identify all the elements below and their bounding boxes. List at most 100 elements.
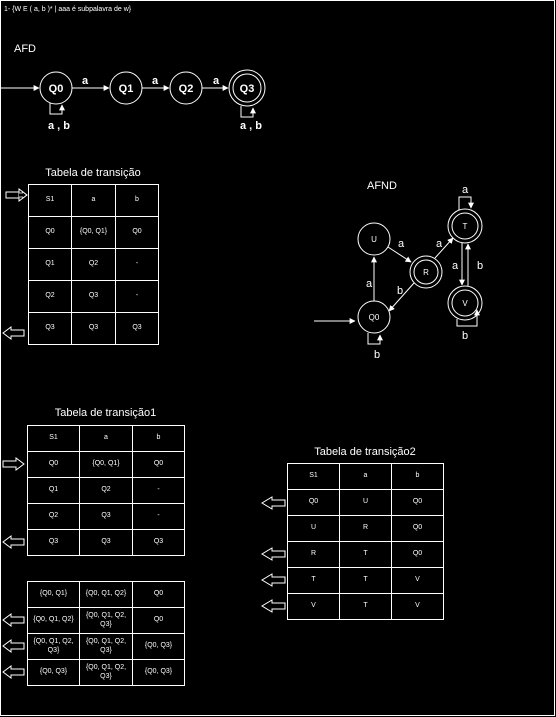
table3-final-arrow-1 — [2, 613, 25, 627]
table-cell: S1 — [287, 463, 340, 490]
afnd-state-v: V — [447, 285, 483, 321]
table-cell: Q2 — [28, 280, 72, 313]
afd-edge-q2-q3-label: a — [213, 75, 220, 87]
table-cell: - — [115, 280, 159, 313]
afnd-state-u: U — [357, 222, 391, 256]
table3-final-arrow-3 — [2, 665, 25, 679]
table3: {Q0, Q1}{Q0, Q1, Q2}Q0{Q0, Q1, Q2}{Q0, Q… — [27, 581, 185, 686]
table2-initial-arrow — [2, 457, 25, 471]
table4-q0-arrow — [261, 496, 286, 510]
table-cell: Q0 — [132, 581, 185, 608]
table-row: Q0{Q0, Q1}Q0 — [28, 216, 159, 249]
afnd-loop-q0-label: b — [374, 349, 380, 361]
table-cell: Q3 — [79, 503, 133, 530]
table-cell: T — [287, 567, 340, 594]
table-cell: Q3 — [27, 529, 80, 556]
afnd-edge-q0-u-label: a — [366, 278, 373, 290]
afd-edge-q0-q1-label: a — [82, 75, 89, 87]
afnd-state-t: T — [447, 208, 483, 244]
table-cell: - — [132, 503, 185, 530]
table-cell: Q3 — [132, 529, 185, 556]
table-cell: {Q0, Q1, Q2, Q3} — [79, 607, 133, 634]
afd-loop-q0 — [49, 103, 65, 115]
table3-final-arrow-2 — [2, 639, 25, 653]
table-cell: {Q0, Q1} — [27, 581, 80, 608]
table-cell: a — [79, 425, 133, 452]
afd-state-q3-label: Q3 — [240, 83, 255, 95]
table-cell: T — [339, 541, 392, 568]
afd-state-q0-label: Q0 — [49, 83, 64, 95]
table-cell: a — [71, 184, 116, 217]
table-cell: - — [115, 248, 159, 281]
afd-loop-q3-label: a , b — [240, 120, 262, 132]
table-cell: b — [391, 463, 444, 490]
table-row: {Q0, Q1, Q2, Q3}{Q0, Q1, Q2, Q3}{Q0, Q3} — [27, 633, 185, 660]
afnd-state-q0-label: Q0 — [369, 313, 380, 322]
afd-title: AFD — [14, 43, 36, 55]
afd-edge-q1-q2-label: a — [152, 75, 159, 87]
table-row: {Q0, Q3}{Q0, Q1, Q2, Q3}{Q0, Q3} — [27, 659, 185, 686]
afnd-loop-q0 — [367, 333, 383, 345]
table-cell: Q1 — [28, 248, 72, 281]
table-cell: Q0 — [391, 541, 444, 568]
table-cell: {Q0, Q1} — [79, 451, 133, 478]
table-cell: Q0 — [391, 515, 444, 542]
table-cell: b — [115, 184, 159, 217]
afnd-loop-t-label: a — [462, 184, 469, 196]
table4-v-arrow — [261, 599, 286, 613]
afnd-state-q0: Q0 — [357, 300, 391, 334]
afnd-state-r-label: R — [423, 268, 429, 277]
table-cell: Q3 — [28, 312, 72, 345]
table-cell: {Q0, Q1, Q2} — [79, 581, 133, 608]
afd-state-q1-label: Q1 — [119, 83, 134, 95]
table-cell: V — [391, 567, 444, 594]
afd-loop-q3 — [240, 106, 256, 118]
table-cell: Q1 — [27, 477, 80, 504]
afnd-loop-v — [456, 309, 480, 327]
table-cell: Q3 — [71, 280, 116, 313]
table-cell: Q0 — [132, 607, 185, 634]
afd-state-q2-label: Q2 — [179, 83, 194, 95]
table2-final-arrow — [2, 535, 25, 549]
table-row: {Q0, Q1}{Q0, Q1, Q2}Q0 — [27, 581, 185, 608]
table4-t-arrow — [261, 573, 286, 587]
table-cell: {Q0, Q1, Q2, Q3} — [27, 633, 80, 660]
afnd-edge-r-q0-label: b — [397, 285, 403, 297]
table-cell: Q3 — [71, 312, 116, 345]
afd-state-q2: Q2 — [169, 71, 203, 105]
table-cell: Q3 — [115, 312, 159, 345]
afnd-loop-t — [458, 196, 474, 210]
afnd-state-v-label: V — [462, 299, 468, 308]
table-cell: V — [287, 593, 340, 620]
afnd-title: AFND — [367, 180, 397, 192]
table-cell: Q0 — [287, 489, 340, 516]
table-cell: a — [339, 463, 392, 490]
table-cell: Q2 — [71, 248, 116, 281]
table-cell: Q0 — [132, 451, 185, 478]
afnd-edge-u-r — [387, 246, 412, 263]
table-row: Q0{Q0, Q1}Q0 — [27, 451, 185, 478]
table2-title: Tabela de transição1 — [54, 407, 157, 419]
afnd-edge-r-t — [434, 237, 454, 259]
table-cell: {Q0, Q3} — [132, 633, 185, 660]
table4-r-arrow — [261, 547, 286, 561]
table1-final-arrow — [2, 326, 25, 340]
afnd-state-u-label: U — [371, 235, 377, 244]
afd-state-q3: Q3 — [228, 69, 266, 107]
table-cell: Q3 — [79, 529, 133, 556]
table-cell: R — [339, 515, 392, 542]
table-cell: U — [287, 515, 340, 542]
table-cell: Q0 — [391, 489, 444, 516]
table-cell: b — [132, 425, 185, 452]
